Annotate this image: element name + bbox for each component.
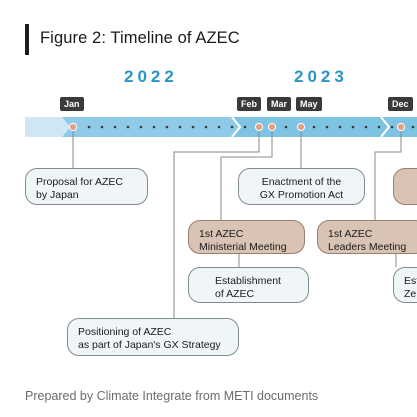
- timeline-dots: [87, 125, 415, 129]
- timeline-band-2023: [232, 117, 417, 137]
- timeline-chevron-divider: [380, 116, 391, 138]
- year-label-2023: 2023: [294, 67, 348, 86]
- timeline-chevron-divider-2: [231, 116, 242, 138]
- event-box-positioning: Positioning of AZEC as part of Japan's G…: [67, 318, 239, 356]
- title-accent-bar: [25, 24, 29, 55]
- timeline-band-start: [25, 117, 70, 137]
- event-text-positioning: Positioning of AZEC as part of Japan's G…: [78, 326, 221, 351]
- month-label-feb: Feb: [237, 97, 262, 111]
- event-text-proposal: Proposal for AZEC by Japan: [36, 176, 123, 201]
- event-box-establishment: Establishment of AZEC: [188, 267, 309, 303]
- event-box-partial-right: [393, 168, 417, 205]
- event-text-partial-est: Est Ze: [404, 275, 417, 300]
- milestone-markers: [68, 122, 406, 132]
- connector-lines: [72, 131, 402, 318]
- event-box-proposal: Proposal for AZEC by Japan: [25, 168, 148, 205]
- event-box-partial-est: Est Ze: [393, 267, 417, 303]
- month-label-may: May: [296, 97, 322, 111]
- event-box-gx-act: Enactment of the GX Promotion Act: [238, 168, 365, 205]
- event-text-gx-act: Enactment of the GX Promotion Act: [259, 176, 344, 201]
- event-text-establishment: Establishment of AZEC: [215, 275, 281, 300]
- month-label-dec: Dec: [388, 97, 413, 111]
- event-text-ministerial: 1st AZEC Ministerial Meeting: [199, 228, 287, 253]
- month-label-jan: Jan: [60, 97, 84, 111]
- timeline-band-2022: [62, 117, 240, 137]
- month-label-mar: Mar: [267, 97, 292, 111]
- source-note: Prepared by Climate Integrate from METI …: [25, 389, 319, 403]
- event-box-ministerial: 1st AZEC Ministerial Meeting: [188, 220, 305, 254]
- event-box-leaders: 1st AZEC Leaders Meeting: [317, 220, 417, 254]
- figure-title: Figure 2: Timeline of AZEC: [40, 29, 240, 47]
- year-label-2022: 2022: [124, 67, 178, 86]
- event-text-leaders: 1st AZEC Leaders Meeting: [328, 228, 407, 253]
